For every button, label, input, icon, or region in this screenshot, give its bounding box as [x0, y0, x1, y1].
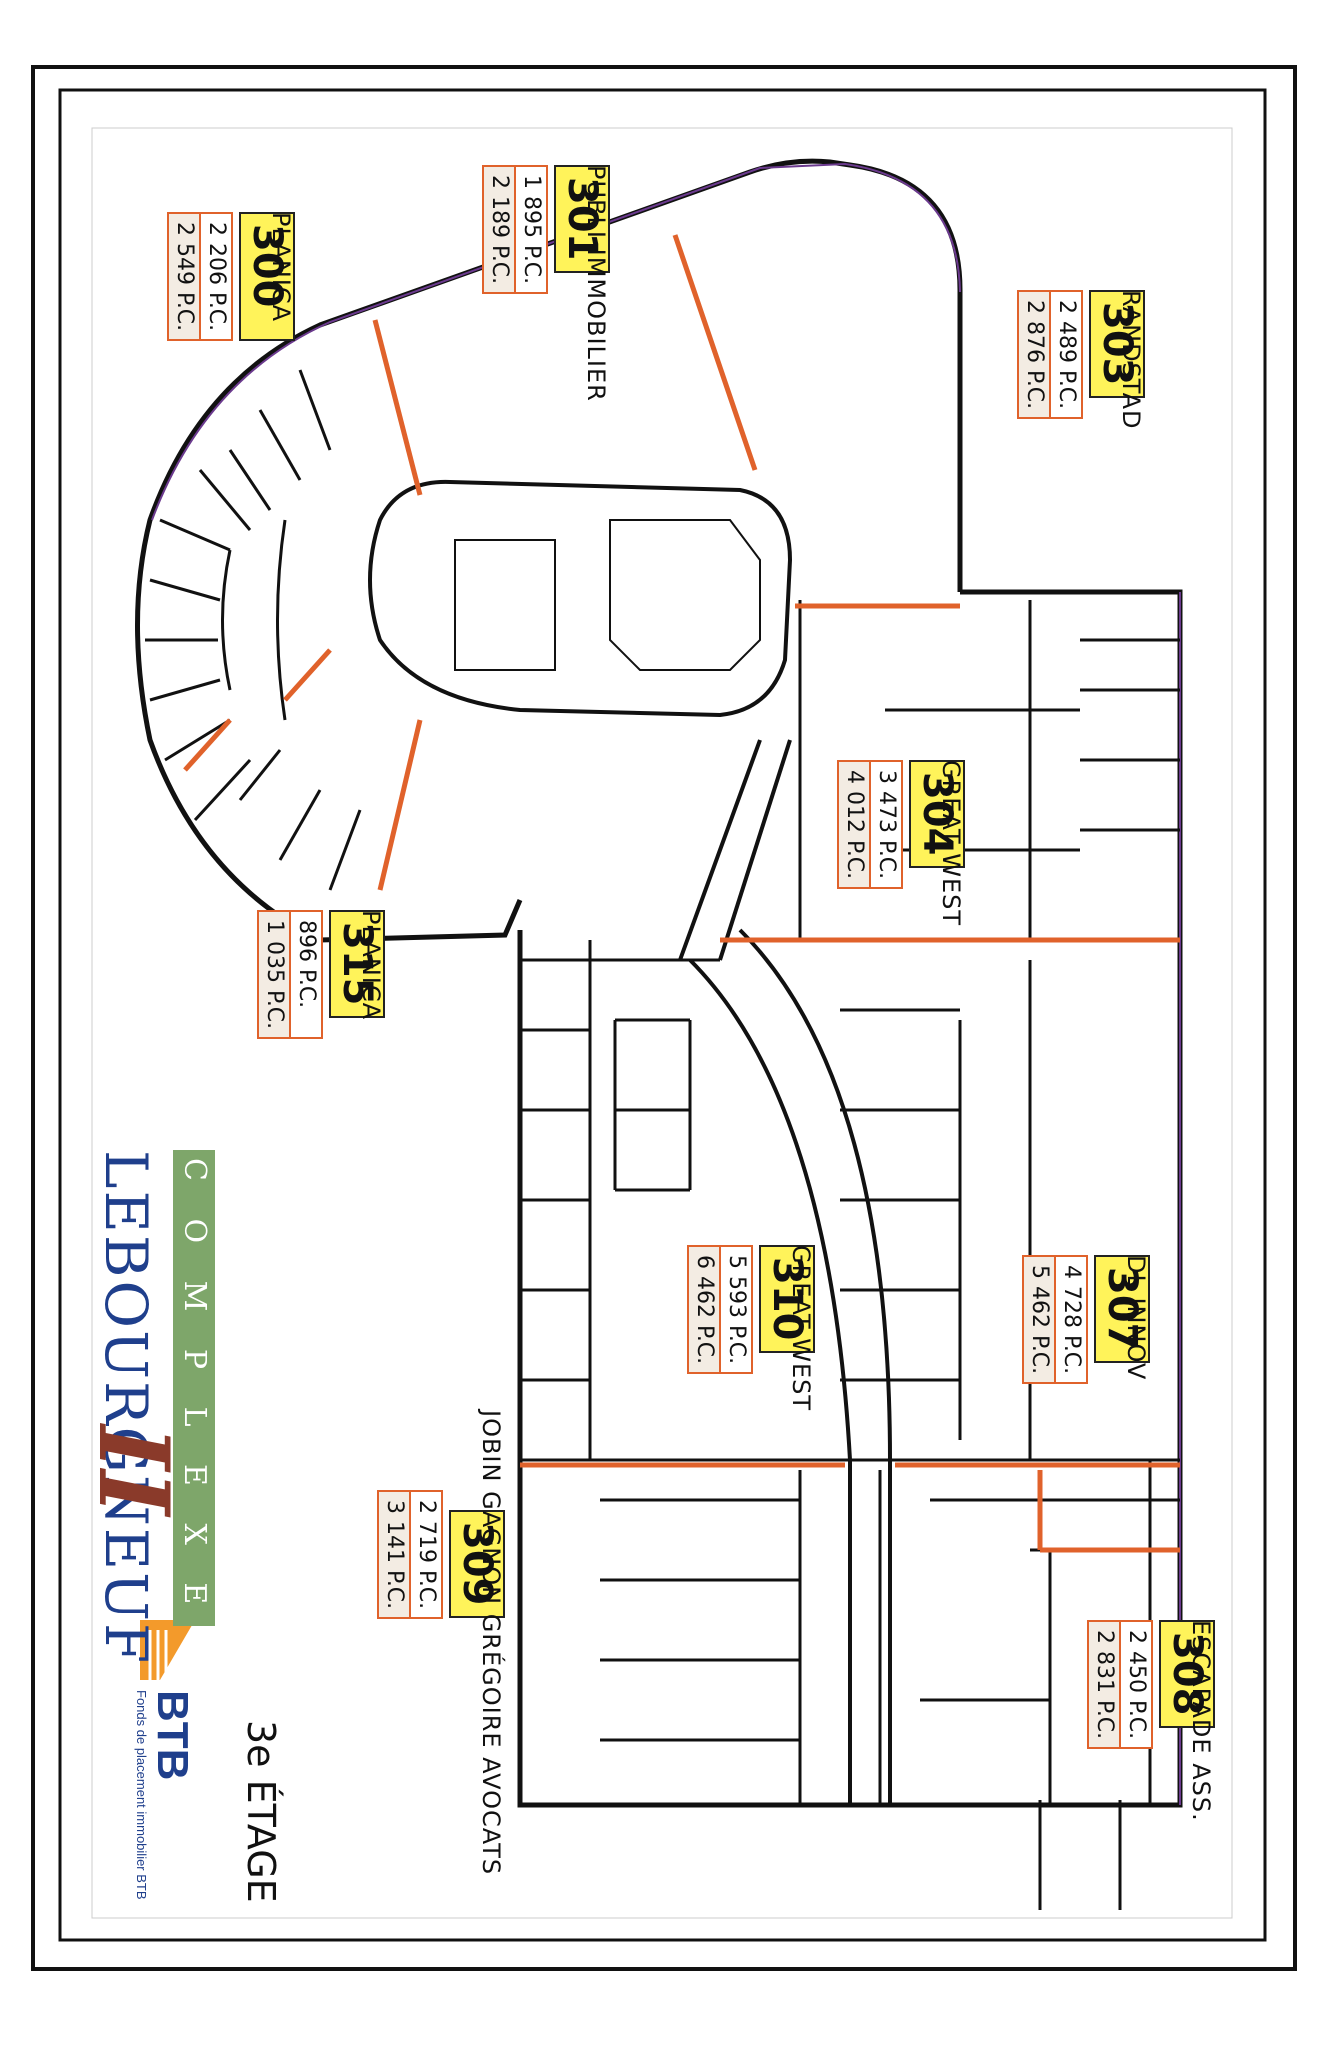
- logo-lebourgneuf: LEBOURGNEUF: [92, 1150, 160, 1666]
- suite-310-area: 5 593 P.C. 6 462 P.C.: [687, 1245, 753, 1375]
- suite-304-area: 3 473 P.C. 4 012 P.C.: [837, 760, 903, 890]
- purple-facade: [151, 162, 961, 521]
- suite-300-tenant: PLANICA: [267, 212, 295, 323]
- suite-307-area: 4 728 P.C. 5 462 P.C.: [1022, 1255, 1088, 1385]
- suite-303-group: RANDSTAD 303 2 489 P.C. 2 876 P.C.: [1017, 290, 1145, 429]
- suite-300-area: 2 206 P.C. 2 549 P.C.: [167, 212, 233, 342]
- btb-logo: BTB Fonds de placement immobilier BTB: [134, 1690, 197, 1900]
- curved-corridor-inner: [738, 928, 892, 1805]
- core: [368, 479, 793, 718]
- radial-offices: [145, 369, 362, 891]
- suite-309-area: 2 719 P.C. 3 141 P.C.: [377, 1490, 443, 1620]
- btb-tagline: Fonds de placement immobilier BTB: [134, 1690, 149, 1900]
- outer-frame: [31, 65, 1297, 1971]
- inner-frame: [58, 88, 1267, 1942]
- suite-310-tenant: GREAT WEST: [787, 1245, 815, 1412]
- floor-label: 3e ÉTAGE: [239, 1720, 283, 1903]
- corridor-link: [678, 739, 762, 961]
- suite-301-area: 1 895 P.C. 2 189 P.C.: [482, 165, 548, 295]
- plan-border: [91, 127, 1233, 1919]
- suite-303-area: 2 489 P.C. 2 876 P.C.: [1017, 290, 1083, 420]
- curved-corridor: [688, 958, 852, 1805]
- suite-315-group: PLANICA 315 896 P.C. 1 035 P.C.: [257, 910, 385, 1040]
- suite-315-area: 896 P.C. 1 035 P.C.: [257, 910, 323, 1040]
- suite-308-area: 2 450 P.C. 2 831 P.C.: [1087, 1620, 1153, 1750]
- suite-309-group: JOBIN GAGNON GRÉGOIRE AVOCATS 309 2 719 …: [377, 1410, 505, 1875]
- suite-303-tenant: RANDSTAD: [1117, 290, 1145, 430]
- logo-complexe: C O M P L E X E: [173, 1150, 215, 1627]
- suite-301-group: PUBLI-IMMOBILIER 301 1 895 P.C. 2 189 P.…: [482, 165, 610, 402]
- suite-308-group: ESCAPADE ASS. 308 2 450 P.C. 2 831 P.C.: [1087, 1620, 1215, 1822]
- demising-walls: [183, 234, 1180, 1553]
- suite-307-tenant: DL INNOV: [1122, 1255, 1150, 1381]
- complexe-lebourgneuf-logo: C O M P L E X E LEBOURGNEUF II: [77, 1150, 215, 1665]
- suite-315-tenant: PLANICA: [357, 910, 385, 1021]
- corridor-link-2: [718, 739, 792, 961]
- suite-300-group: PLANICA 300 2 206 P.C. 2 549 P.C.: [167, 212, 295, 342]
- btb-logo-mark: [140, 1620, 195, 1680]
- suite-301-tenant: PUBLI-IMMOBILIER: [582, 165, 610, 402]
- suite-308-tenant: ESCAPADE ASS.: [1187, 1620, 1215, 1822]
- suite-304-group: GREAT WEST 304 3 473 P.C. 4 012 P.C.: [837, 760, 965, 926]
- suite-304-tenant: GREAT WEST: [937, 760, 965, 927]
- logo-numeral: II: [77, 1425, 190, 1516]
- east-block-rooms: [520, 600, 1180, 1910]
- btb-name: BTB: [148, 1690, 197, 1781]
- suite-309-tenant: JOBIN GAGNON GRÉGOIRE AVOCATS: [477, 1410, 505, 1876]
- suite-307-group: DL INNOV 307 4 728 P.C. 5 462 P.C.: [1022, 1255, 1150, 1385]
- suite-310-group: GREAT WEST 310 5 593 P.C. 6 462 P.C.: [687, 1245, 815, 1411]
